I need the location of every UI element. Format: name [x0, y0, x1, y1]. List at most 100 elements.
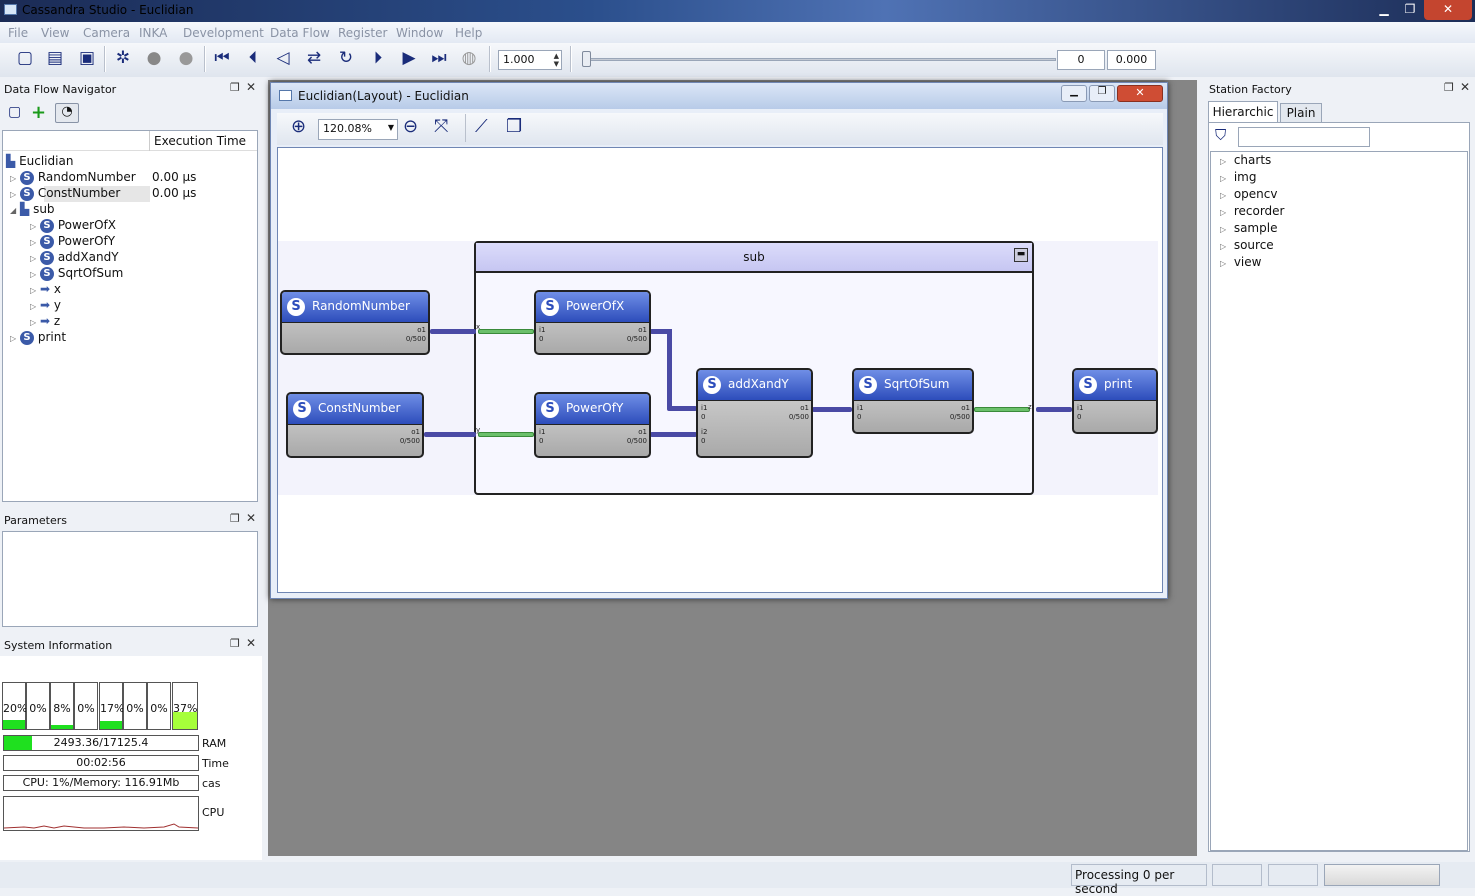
expand-icon[interactable]: ▷ [30, 238, 37, 247]
step-forward-icon[interactable]: ⏵ [373, 48, 383, 68]
parameters-float-icon[interactable]: ❐ [230, 512, 240, 525]
tree-item-powerofy[interactable]: ▷S PowerOfY [30, 234, 116, 249]
minimize-button[interactable]: ▁ [1379, 2, 1389, 16]
timer-icon[interactable]: ◔ [55, 103, 79, 123]
layout-close-button[interactable]: ✕ [1117, 85, 1163, 102]
tree-item-y[interactable]: ▷➡ y [30, 298, 61, 312]
tree-item-powerofx[interactable]: ▷S PowerOfX [30, 218, 116, 233]
system-close-icon[interactable]: ✕ [246, 636, 257, 650]
tab-hierarchic[interactable]: Hierarchic [1208, 101, 1278, 123]
expand-icon[interactable]: ▷ [30, 318, 37, 327]
factory-item-charts[interactable]: ▷ charts [1220, 153, 1272, 167]
filter-icon[interactable]: ⛉ [1215, 126, 1227, 144]
auto-layout-icon[interactable]: ⟋ [475, 116, 488, 137]
first-frame-icon[interactable]: ⏮ [214, 48, 230, 68]
navigator-float-icon[interactable]: ❐ [230, 81, 240, 94]
expand-icon[interactable]: ▷ [1220, 157, 1227, 166]
navigator-close-icon[interactable]: ✕ [246, 80, 257, 94]
menu-register[interactable]: Register [338, 26, 388, 40]
expand-icon[interactable]: ▷ [10, 334, 17, 343]
layout-maximize-button[interactable]: ❐ [1089, 85, 1115, 102]
menu-view[interactable]: View [41, 26, 70, 40]
save-icon[interactable]: ▣ [78, 48, 96, 68]
expand-icon[interactable]: ▷ [30, 286, 37, 295]
expand-icon[interactable]: ▷ [10, 190, 17, 199]
tree-item-print[interactable]: ▷S print [10, 330, 67, 345]
tree-item-randomnumber[interactable]: ▷S RandomNumber [10, 170, 136, 185]
record-group-icon[interactable]: ● [146, 48, 162, 68]
repeat-icon[interactable]: ↻ [338, 48, 354, 68]
new-icon[interactable]: ▢ [16, 48, 34, 68]
expand-icon[interactable]: ▷ [1220, 259, 1227, 268]
expand-icon[interactable]: ▷ [10, 174, 17, 183]
add-icon[interactable]: + [31, 102, 47, 123]
camera-icon[interactable]: ✲ [115, 48, 131, 68]
tree-item-z[interactable]: ▷➡ z [30, 314, 61, 328]
speed-spinbox[interactable]: 1.000 ▲▼ [498, 50, 562, 70]
collapse-icon[interactable]: ◢ [10, 206, 17, 215]
window-mode-icon[interactable]: ❐ [506, 116, 523, 137]
last-frame-icon[interactable]: ⏭ [431, 48, 447, 68]
expand-icon[interactable]: ▷ [1220, 191, 1227, 200]
factory-float-icon[interactable]: ❐ [1444, 81, 1454, 94]
menu-file[interactable]: File [8, 26, 29, 40]
globe-icon[interactable]: ◍ [461, 48, 477, 68]
dropdown-arrow-icon[interactable]: ▼ [387, 123, 394, 132]
zoom-in-icon[interactable]: ⊕ [291, 116, 307, 137]
factory-close-icon[interactable]: ✕ [1460, 80, 1471, 94]
zoom-combo[interactable]: 120.08%▼ [318, 119, 398, 140]
factory-item-recorder[interactable]: ▷ recorder [1220, 204, 1285, 218]
expand-icon[interactable]: ▷ [30, 254, 37, 263]
tree-item-x[interactable]: ▷➡ x [30, 282, 61, 296]
loop-icon[interactable]: ⇄ [306, 48, 322, 68]
close-button[interactable]: ✕ [1424, 0, 1472, 20]
open-icon[interactable]: ▤ [46, 48, 64, 68]
expand-icon[interactable]: ▷ [1220, 208, 1227, 217]
new-graph-icon[interactable]: ▢ [8, 104, 22, 120]
timeline-slider-handle[interactable] [582, 51, 591, 67]
menu-window[interactable]: Window [396, 26, 444, 40]
tree-item-addxandy[interactable]: ▷S addXandY [30, 250, 119, 265]
menu-help[interactable]: Help [455, 26, 483, 40]
timeline-slider[interactable] [582, 58, 1056, 61]
time-field[interactable]: 0.000 [1107, 50, 1156, 70]
factory-item-view[interactable]: ▷ view [1220, 255, 1262, 269]
fit-view-icon[interactable]: ⤧ [434, 116, 449, 137]
expand-icon[interactable]: ▷ [30, 222, 37, 231]
station-search-input[interactable] [1238, 127, 1370, 147]
frame-field[interactable]: 0 [1057, 50, 1105, 70]
expand-icon[interactable]: ▷ [30, 270, 37, 279]
menu-camera[interactable]: Camera [83, 26, 131, 40]
zoom-out-icon[interactable]: ⊖ [403, 116, 419, 137]
maximize-button[interactable]: ❐ [1404, 2, 1416, 16]
tree-item-constnumber[interactable]: ▷S ConstNumber [10, 186, 121, 201]
factory-item-sample[interactable]: ▷ sample [1220, 221, 1278, 235]
menu-inka[interactable]: INKA [139, 26, 168, 40]
expand-icon[interactable]: ▷ [1220, 225, 1227, 234]
factory-item-opencv[interactable]: ▷ opencv [1220, 187, 1278, 201]
expand-icon[interactable]: ▷ [1220, 174, 1227, 183]
play-icon[interactable]: ▶ [402, 48, 416, 68]
expand-icon[interactable]: ▷ [1220, 242, 1227, 251]
menu-data-flow[interactable]: Data Flow [270, 26, 330, 40]
system-float-icon[interactable]: ❐ [230, 637, 240, 650]
step-back-icon[interactable]: ⏴ [248, 48, 258, 68]
prev-icon[interactable]: ◁ [276, 48, 290, 68]
factory-item-img[interactable]: ▷ img [1220, 170, 1257, 184]
layout-minimize-button[interactable]: ▁ [1061, 85, 1087, 102]
expand-icon[interactable]: ▷ [30, 302, 37, 311]
tab-plain[interactable]: Plain [1280, 103, 1322, 123]
parameters-close-icon[interactable]: ✕ [246, 511, 257, 525]
tree-item-sqrtofsum[interactable]: ▷S SqrtOfSum [30, 266, 124, 281]
factory-item-source[interactable]: ▷ source [1220, 238, 1274, 252]
tree-item-sub[interactable]: ◢▙ sub [10, 202, 55, 216]
spin-arrows-icon[interactable]: ▲▼ [553, 52, 559, 68]
record-icon[interactable]: ● [178, 48, 194, 68]
